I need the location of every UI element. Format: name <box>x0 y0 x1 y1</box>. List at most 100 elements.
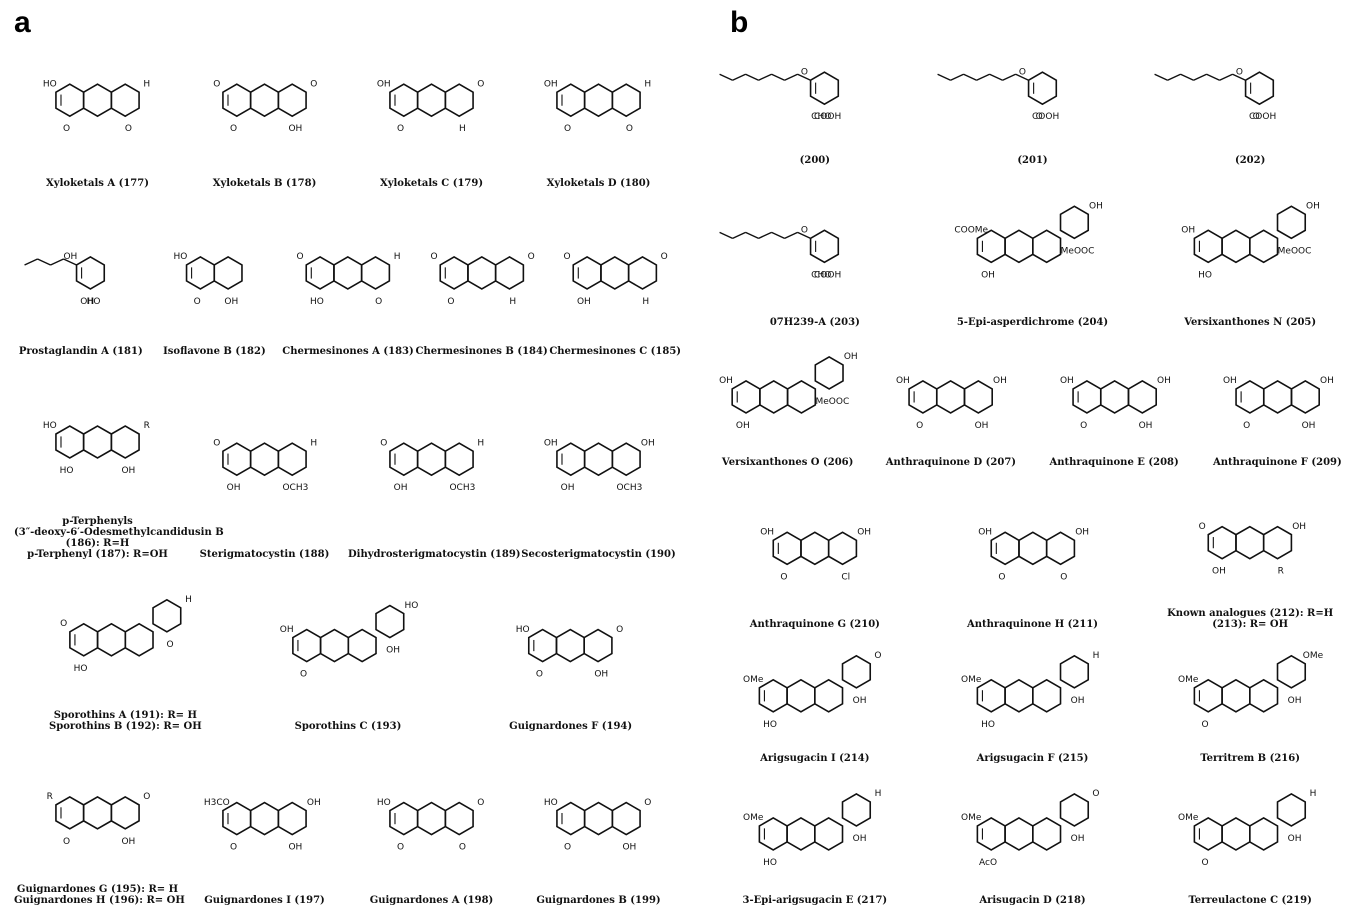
ring-3 <box>110 425 140 459</box>
compound-caption: Versixanthones O (206) <box>721 457 854 468</box>
compound-caption: Anthraquinone F (209) <box>1213 457 1342 468</box>
substituent-1: OH <box>978 528 992 538</box>
ring-2 <box>1221 229 1251 264</box>
substituent-3: OH <box>386 646 400 656</box>
ring-1 <box>976 817 1006 851</box>
compound-caption: Anthraquinone H (211) <box>966 619 1099 630</box>
ring-3 <box>814 678 844 713</box>
substituent-2: O <box>998 572 1005 582</box>
substituent-1: OH <box>760 528 774 538</box>
chain-bond-3 <box>37 258 51 266</box>
ring-1 <box>1235 379 1265 414</box>
compound-caption: Xyloketals C (179) <box>379 178 484 189</box>
ring-1 <box>185 256 215 290</box>
substituent-1: O <box>297 252 304 262</box>
substituent-2: O <box>1253 112 1260 122</box>
ring-3 <box>444 442 474 477</box>
compound-caption: Guignardones A (198) <box>369 895 494 906</box>
compound-caption: 5-Epi-asperdichrome (204) <box>956 317 1109 328</box>
substituent-4: H <box>1092 651 1099 661</box>
compound-caption: Anthraquinone D (207) <box>885 457 1017 468</box>
ring-3 <box>1290 379 1320 414</box>
substituent-4: OH <box>641 438 655 448</box>
ring-3 <box>1263 525 1293 560</box>
substituent-1: O <box>801 226 808 236</box>
ring-3 <box>110 795 140 830</box>
ring-2 <box>1003 229 1034 264</box>
substituent-4: O <box>874 651 881 661</box>
substituent-3: OH <box>288 124 302 134</box>
ring-1 <box>809 229 840 264</box>
substituent-1: O <box>380 438 387 448</box>
substituent-2: HO <box>60 466 74 476</box>
ring-1 <box>439 256 469 290</box>
substituent-3: Cl <box>841 572 850 582</box>
compound-caption: Isoflavone B (182) <box>163 346 266 357</box>
substituent-1: H3CO <box>204 798 230 808</box>
ring-2 <box>333 256 363 290</box>
ring-1 <box>222 442 252 477</box>
substituent-2: O <box>63 124 70 134</box>
ring-2 <box>82 83 113 118</box>
ring-3 <box>611 442 641 477</box>
substituent-1: HO <box>173 252 187 262</box>
substituent-3: HO <box>87 297 101 307</box>
substituent-4: H <box>644 79 651 89</box>
chain-bond-1 <box>63 258 77 266</box>
substituent-4: H <box>310 438 317 448</box>
ring-2 <box>556 628 586 663</box>
ring-1 <box>556 442 586 477</box>
compound-caption: Arigsugacin I (214) <box>760 753 870 764</box>
substituent-1: HO <box>43 79 57 89</box>
compound-caption: p-Terphenyls <box>62 516 133 527</box>
substituent-3: H <box>643 297 650 307</box>
ring-3 <box>110 83 140 118</box>
substituent-2: O <box>63 837 70 847</box>
ring-2 <box>786 817 816 851</box>
ring-1 <box>389 801 419 836</box>
chain-bond-7 <box>1154 73 1169 81</box>
chain-bond-3 <box>771 231 785 239</box>
ring-2 <box>1003 678 1034 713</box>
ring-1 <box>1071 379 1102 414</box>
substituent-1: O <box>564 252 571 262</box>
substituent-3: OH <box>853 834 867 844</box>
substituent-3: COOH <box>1032 112 1059 122</box>
chain-bond-3 <box>771 73 785 81</box>
substituent-1: O <box>60 619 67 629</box>
substituent-1: OH <box>1059 376 1073 386</box>
chain-bond-4 <box>24 258 38 266</box>
ring-2 <box>82 425 113 459</box>
compound-caption: (202) <box>1234 155 1266 166</box>
ring-1 <box>222 83 252 118</box>
ring-2 <box>786 678 816 713</box>
ring-3 <box>1031 817 1061 851</box>
ring-1 <box>908 379 938 414</box>
substituent-3: COOH <box>1249 112 1276 122</box>
substituent-1: OMe <box>743 813 764 823</box>
ring-3 <box>444 801 474 836</box>
ring-3 <box>1249 817 1279 851</box>
